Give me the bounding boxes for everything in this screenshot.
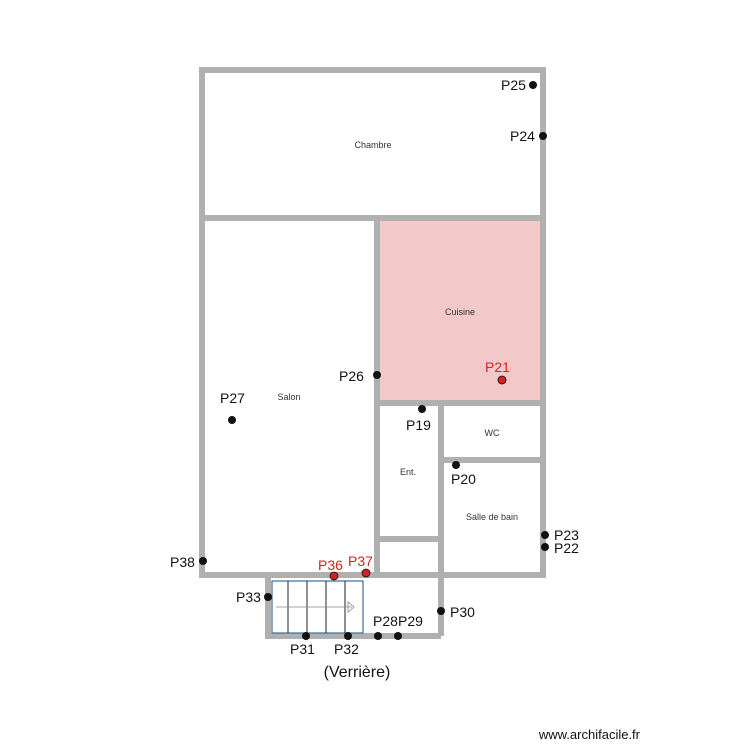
point-p22-label: P22: [554, 540, 579, 556]
point-p24-label: P24: [510, 128, 535, 144]
point-p23-marker: [541, 531, 549, 539]
point-p25-marker: [529, 81, 537, 89]
point-p20-label: P20: [451, 471, 476, 487]
point-p21-marker: [497, 375, 507, 385]
room-label-salle-de-bain: Salle de bain: [466, 512, 518, 522]
point-p29-label: P29: [398, 613, 423, 629]
room-label-entree: Ent.: [400, 467, 416, 477]
verriere-caption: (Verrière): [324, 664, 391, 681]
point-p36-marker: [329, 571, 339, 581]
point-p30-label: P30: [450, 604, 475, 620]
footer-credit: www.archifacile.fr: [538, 727, 640, 742]
point-p38-label: P38: [170, 554, 195, 570]
point-p28-marker: [374, 632, 382, 640]
cuisine-fill: [377, 218, 543, 403]
point-p24-marker: [539, 132, 547, 140]
point-p20-marker: [452, 461, 460, 469]
point-p37-marker: [361, 568, 371, 578]
room-label-cuisine: Cuisine: [445, 307, 475, 317]
point-p36-label: P36: [318, 557, 343, 573]
point-p38-marker: [199, 557, 207, 565]
point-p32-label: P32: [334, 641, 359, 657]
point-p31-label: P31: [290, 641, 315, 657]
point-p25-label: P25: [501, 77, 526, 93]
point-p22-marker: [541, 543, 549, 551]
point-p27-marker: [228, 416, 236, 424]
point-p26-marker: [373, 371, 381, 379]
room-label-wc: WC: [485, 428, 500, 438]
point-p33-marker: [264, 593, 272, 601]
room-label-chambre: Chambre: [354, 140, 391, 150]
outer-wall: [199, 67, 546, 578]
point-p27-label: P27: [220, 390, 245, 406]
point-p21-label: P21: [485, 359, 510, 375]
point-p19-label: P19: [406, 417, 431, 433]
point-p31-marker: [302, 632, 310, 640]
point-p37-label: P37: [348, 553, 373, 569]
point-p29-marker: [394, 632, 402, 640]
point-p23-label: P23: [554, 527, 579, 543]
point-p19-marker: [418, 405, 426, 413]
point-p26-label: P26: [339, 368, 364, 384]
room-label-salon: Salon: [277, 392, 300, 402]
point-p30-marker: [437, 607, 445, 615]
point-p33-label: P33: [236, 589, 261, 605]
staircase: [271, 580, 364, 634]
point-p28-label: P28: [373, 613, 398, 629]
point-p32-marker: [344, 632, 352, 640]
